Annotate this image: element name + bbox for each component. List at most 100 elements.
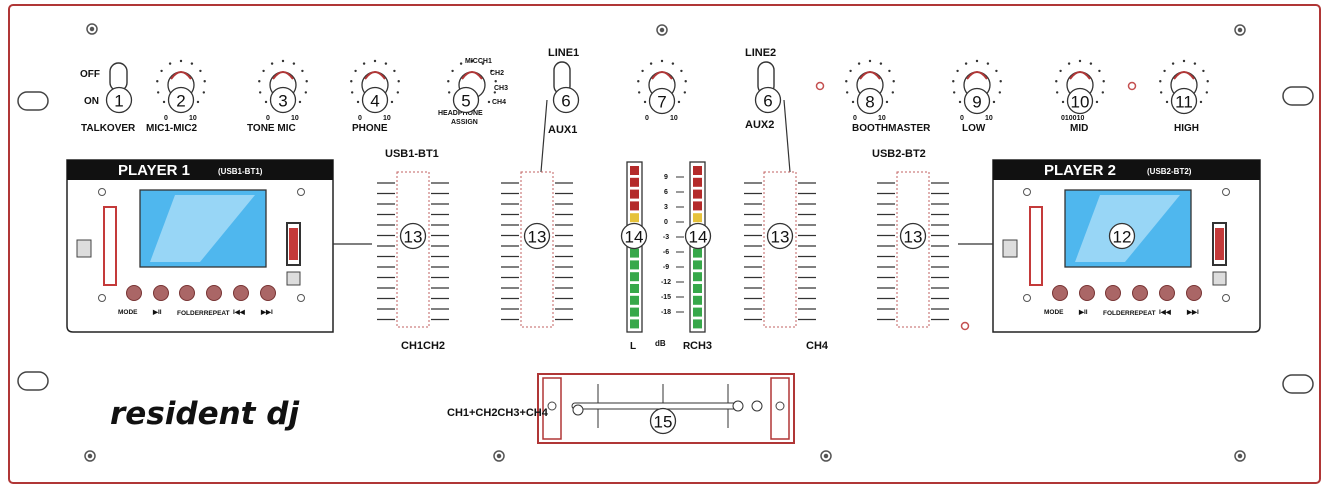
callout-number: 6 [561,92,570,111]
hp-opt-3: CH3 [494,85,508,92]
p2-prev-label: I◀◀ [1159,309,1172,316]
callout-2: 2 [167,86,195,114]
mid-knob-label: MID [1070,123,1088,134]
talkover-switch[interactable]: OFF ON TALKOVER [80,62,136,134]
line1-aux1-switch[interactable]: LINE1 AUX1 [548,47,579,136]
talkover-on-label: ON [84,96,99,107]
scale-min: 0 [960,115,964,122]
p2-mode-label: MODE [1044,309,1064,316]
callout-15: 13 [523,222,551,250]
callout-number: 13 [404,228,423,247]
ch3-fader[interactable] [744,171,816,328]
aux2-label: AUX2 [745,119,774,131]
p2-play-label: ▶II [1078,309,1088,316]
callout-number: 5 [461,92,470,111]
callout-16: 13 [766,222,794,250]
hp-opt-2: CH2 [490,70,504,77]
callout-number: 2 [176,92,185,111]
player1-buttons[interactable] [126,285,276,301]
low-knob-label: LOW [962,123,986,134]
callout-number: 12 [1113,228,1132,247]
callout-18: 14 [620,222,648,250]
callout-number: 4 [370,92,379,111]
vu-scale-tick: -6 [663,249,669,256]
vu-scale-tick: -15 [661,294,671,301]
ch2-fader[interactable] [501,171,573,328]
callout-3: 3 [269,86,297,114]
screws [84,23,1246,462]
callout-17: 13 [899,222,927,250]
player2-sd-slot[interactable] [1029,206,1043,286]
ch1ch2-label: CH1CH2 [401,340,445,352]
tone-knob-label: TONE MIC [247,123,296,134]
vu-scale-tick: -18 [661,309,671,316]
callout-13: 12 [1108,222,1136,250]
scale-min: 0 [164,115,168,122]
callout-20: 15 [649,407,677,435]
scale-min: 0 [645,115,649,122]
panel-frame [8,4,1321,484]
callout-number: 14 [625,228,644,247]
player1-title: PLAYER 1 [118,162,190,179]
line2-aux2-switch[interactable]: LINE2 AUX2 [745,47,776,131]
callout-number: 15 [654,413,673,432]
callout-11: 10 [1066,87,1094,115]
scale-max: 10 [189,115,197,122]
ch3-label: CH3 [690,340,712,352]
scale-max: 10 [670,115,678,122]
callout-number: 8 [865,93,874,112]
callout-number: 1 [114,92,123,111]
player2-subtitle: (USB2-BT2) [1147,167,1192,176]
callout-7: 6 [754,86,782,114]
vu-scale-tick: -12 [661,279,671,286]
brand-logo: resident dj [110,396,299,432]
scale-max: 10 [878,115,886,122]
rack-mounts [17,86,1314,394]
high-knob-label: HIGH [1174,123,1199,134]
phone-knob-label: PHONE [352,123,388,134]
headphone-assign[interactable]: MICCH1 CH2 CH3 CH4 HEADPHONE ASSIGN [438,58,508,126]
usb2-label: USB2-BT2 [872,148,926,160]
mic-knob-label: MIC1-MIC2 [146,123,198,134]
booth-knob-label: BOOTHMASTER [852,123,931,134]
callout-5: 5 [452,86,480,114]
callout-10: 9 [963,87,991,115]
player2-buttons[interactable] [1052,285,1202,301]
hp-label-1: HEADPHONE [438,110,483,117]
player1-usb-icon [286,271,301,286]
scale-max: 10 [985,115,993,122]
vu-scale-tick: 9 [664,174,668,181]
callout-9: 8 [856,87,884,115]
p1-folder-label: FOLDERREPEAT [177,310,230,317]
scale-max: 10 [291,115,299,122]
channel-faders [377,171,949,328]
player1-bt-icon [76,239,92,258]
callout-19: 14 [684,222,712,250]
scale-max: 10 [383,115,391,122]
callout-number: 14 [689,228,708,247]
callout-number: 7 [657,93,666,112]
callout-number: 3 [278,92,287,111]
callout-14: 13 [399,222,427,250]
aux1-label: AUX1 [548,124,577,136]
ch4-fader[interactable] [877,171,949,328]
callout-12: 11 [1170,87,1198,115]
p1-prev-label: I◀◀ [233,309,246,316]
mid-scale: 010010 [1061,115,1084,122]
headphone-assign-knob[interactable] [447,59,497,104]
vu-scale-tick: 3 [664,204,668,211]
hp-label-2: ASSIGN [451,119,478,126]
indicator-leds [815,81,1137,331]
crossfader-label: CH1+CH2CH3+CH4 [447,407,549,419]
vu-right [689,161,706,333]
vu-right-label: R [683,341,691,352]
callout-number: 9 [972,93,981,112]
talkover-off-label: OFF [80,69,100,80]
ch1-fader[interactable] [377,171,449,328]
vu-unit-label: dB [655,339,666,348]
p2-next-label: ▶▶I [1186,309,1199,316]
p1-mode-label: MODE [118,309,138,316]
player1-sd-slot[interactable] [103,206,117,286]
